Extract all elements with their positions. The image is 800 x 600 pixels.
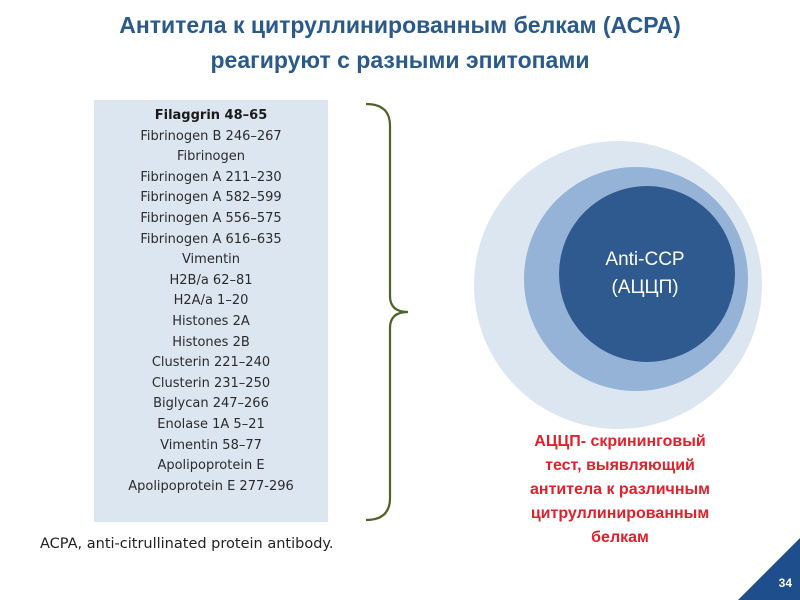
epitope-item: Vimentin [181, 252, 241, 268]
screening-description: АЦЦП- скрининговый тест, выявляющий анти… [470, 430, 770, 550]
slide-title: Антитела к цитруллинированным белкам (АС… [0, 8, 800, 78]
epitope-item: Histones 2B [172, 334, 250, 350]
page-number: 34 [778, 576, 792, 590]
curly-brace-icon [365, 102, 409, 522]
slide-title-line-1: Антитела к цитруллинированным белкам (АС… [119, 12, 681, 38]
description-line: цитруллинированным [530, 505, 710, 522]
epitope-item: Fibrinogen [176, 149, 246, 165]
epitope-item: Apolipoprotein E [157, 458, 265, 474]
epitope-list-panel: Filaggrin 48–65 Fibrinogen B 246–267 Fib… [94, 100, 328, 522]
epitope-item: Fibrinogen A 616–635 [140, 231, 282, 247]
epitope-item: Fibrinogen A 556–575 [140, 210, 282, 226]
epitope-item: Clusterin 231–250 [151, 375, 271, 391]
epitope-item: Apolipoprotein E 277-296 [128, 478, 294, 494]
anti-ccp-circles [474, 141, 762, 429]
description-line: антитела к различным [530, 481, 710, 498]
anti-ccp-label-line-2: (АЦЦП) [611, 277, 679, 298]
epitope-item: Biglycan 247–266 [153, 396, 269, 412]
inner-circle [559, 186, 735, 362]
epitope-item: Histones 2A [172, 313, 250, 329]
epitope-item: Fibrinogen B 246–267 [140, 128, 282, 144]
epitope-item: Clusterin 221–240 [151, 355, 271, 371]
epitope-item: H2A/a 1–20 [173, 293, 249, 309]
footnote: ACPA, anti-citrullinated protein antibod… [40, 536, 334, 552]
epitope-item: Filaggrin 48–65 [154, 108, 268, 123]
epitope-item: Fibrinogen A 211–230 [140, 169, 282, 185]
description-line: АЦЦП- скрининговый [534, 433, 706, 450]
epitope-item: H2B/a 62–81 [169, 272, 253, 288]
epitope-item: Vimentin 58–77 [160, 437, 262, 453]
slide-title-line-2: реагируют с разными эпитопами [210, 47, 590, 73]
epitope-item: Fibrinogen A 582–599 [140, 190, 282, 206]
description-line: белкам [591, 529, 649, 546]
anti-ccp-label-line-1: Anti-CCP [605, 249, 685, 270]
anti-ccp-label: Anti-CCP (АЦЦП) [545, 246, 745, 302]
description-line: тест, выявляющий [545, 457, 695, 474]
page-corner-triangle [738, 538, 800, 600]
epitope-item: Enolase 1A 5–21 [157, 416, 265, 432]
